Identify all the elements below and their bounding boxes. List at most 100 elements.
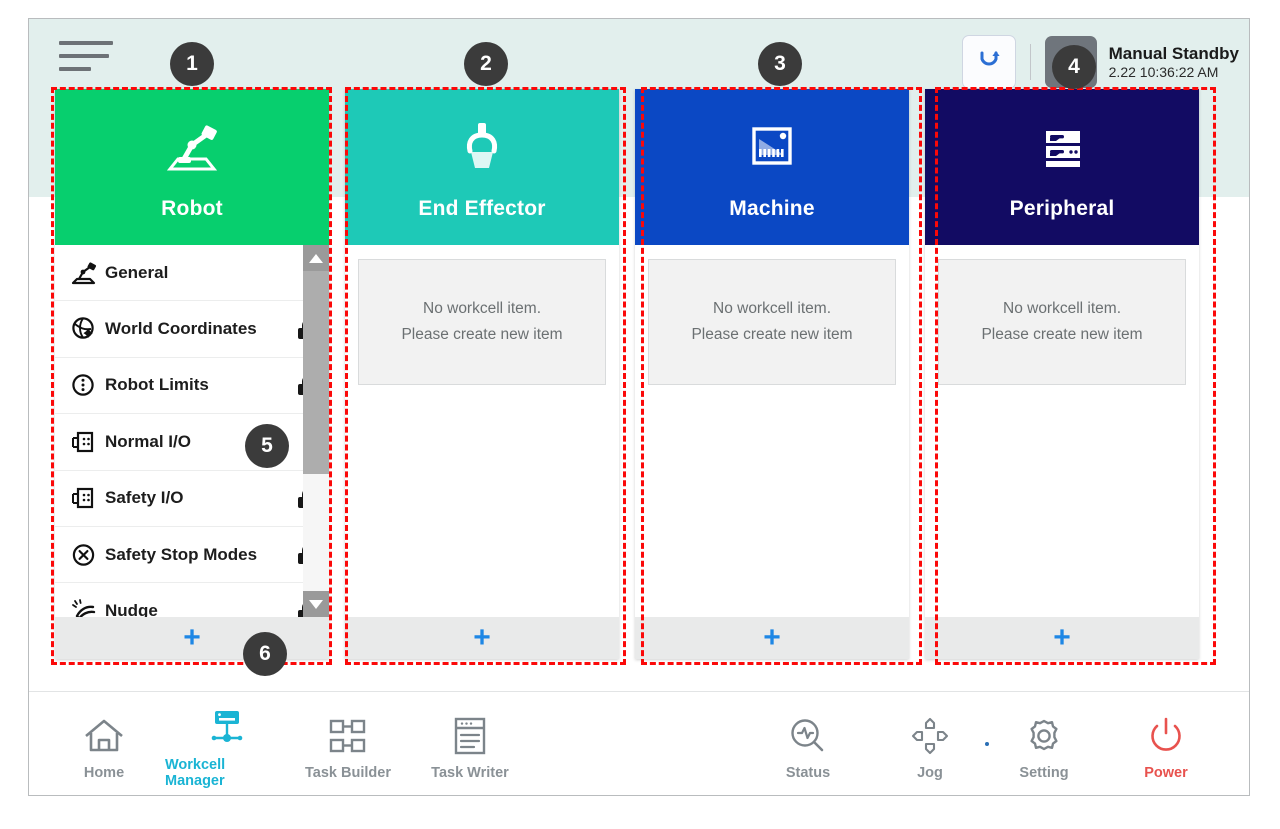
- gripper-icon: [455, 113, 509, 175]
- workcell-manager-icon: [204, 701, 248, 755]
- bottom-navigation-bar: Home Workcell Manager: [29, 691, 1249, 795]
- column-title-machine: Machine: [729, 197, 815, 220]
- manual-hand-gesture-icon: [1055, 51, 1084, 73]
- list-item-robot-limits[interactable]: Robot Limits: [55, 357, 329, 415]
- gear-icon: [1023, 709, 1065, 763]
- add-machine-button[interactable]: +: [635, 617, 909, 659]
- list-scrollbar[interactable]: [303, 245, 329, 617]
- list-item-world-coordinates[interactable]: World Coordinates: [55, 301, 329, 358]
- add-robot-button[interactable]: +: [55, 617, 329, 659]
- nav-item-setting[interactable]: Setting: [983, 707, 1105, 781]
- plus-icon: +: [1053, 621, 1071, 654]
- list-item-nudge[interactable]: Nudge: [55, 583, 329, 617]
- nav-item-home[interactable]: Home: [43, 699, 165, 789]
- restart-button[interactable]: [961, 35, 1016, 89]
- separator-dot: [985, 741, 989, 746]
- list-item-label: Normal I/O: [105, 431, 191, 451]
- nav-label: Status: [785, 764, 831, 781]
- list-item-normal-io[interactable]: Normal I/O: [55, 414, 329, 471]
- column-robot: Robot: [55, 89, 329, 659]
- column-peripheral: Peripheral No workcell item. Please crea…: [925, 89, 1199, 659]
- column-title-peripheral: Peripheral: [1009, 197, 1115, 220]
- list-item-label: Safety I/O: [105, 488, 184, 508]
- add-peripheral-button[interactable]: +: [925, 617, 1199, 659]
- column-end-effector: End Effector No workcell item. Please cr…: [345, 89, 619, 659]
- empty-line-2: Please create new item: [981, 326, 1143, 343]
- workcell-columns: Robot: [55, 89, 1227, 659]
- status-label: Manual Standby: [1108, 43, 1239, 63]
- nav-label: Home: [83, 764, 125, 781]
- nav-item-workcell-manager[interactable]: Workcell Manager: [165, 699, 287, 789]
- io-port-icon: [67, 485, 101, 511]
- column-machine: Machine No workcell item. Please create …: [635, 89, 909, 659]
- empty-state-machine: No workcell item. Please create new item: [648, 259, 896, 385]
- manual-mode-button[interactable]: [1044, 36, 1097, 88]
- nav-item-task-writer[interactable]: Task Writer: [409, 699, 531, 789]
- list-item-safety-stop-modes[interactable]: Safety Stop Modes: [55, 526, 329, 584]
- column-header-robot[interactable]: Robot: [55, 89, 329, 245]
- plus-icon: +: [183, 621, 201, 654]
- scroll-down-arrow-icon: [309, 599, 323, 609]
- empty-line-2: Please create new item: [691, 326, 853, 343]
- nav-item-status[interactable]: Status: [747, 707, 869, 781]
- limits-circle-icon: [67, 372, 101, 398]
- add-end-effector-button[interactable]: +: [345, 617, 619, 659]
- column-header-end-effector[interactable]: End Effector: [345, 89, 619, 245]
- column-title-end-effector: End Effector: [418, 197, 546, 220]
- nav-label: Power: [1144, 764, 1188, 781]
- column-header-machine[interactable]: Machine: [635, 89, 909, 245]
- nav-item-power[interactable]: Power: [1105, 707, 1227, 781]
- robot-arm-icon: [67, 261, 101, 285]
- list-item-label: Nudge: [105, 601, 158, 617]
- machine-body: No workcell item. Please create new item: [635, 245, 909, 617]
- bottom-nav-right-group: Status Jog: [747, 707, 1227, 781]
- scroll-up-arrow-icon: [309, 253, 323, 263]
- home-icon: [83, 709, 125, 763]
- datetime-label: 2.22 10:36:22 AM: [1108, 63, 1219, 80]
- peripheral-rack-icon: [1034, 113, 1090, 175]
- header-divider: [1029, 44, 1031, 80]
- end-effector-body: No workcell item. Please create new item: [345, 245, 619, 617]
- stop-x-icon: [67, 542, 101, 568]
- list-item-label: Safety Stop Modes: [105, 544, 258, 564]
- nav-label: Workcell Manager: [165, 756, 226, 789]
- nav-item-task-builder[interactable]: Task Builder: [287, 699, 409, 789]
- list-item-general[interactable]: General: [55, 245, 329, 302]
- nav-label: Setting: [1019, 764, 1069, 781]
- empty-state-peripheral: No workcell item. Please create new item: [938, 259, 1186, 385]
- nudge-hand-icon: [67, 598, 101, 617]
- peripheral-body: No workcell item. Please create new item: [925, 245, 1199, 617]
- nav-label: Task Writer: [431, 764, 509, 781]
- empty-state-end-effector: No workcell item. Please create new item: [358, 259, 606, 385]
- scroll-down-button[interactable]: [303, 591, 329, 617]
- power-icon: [1145, 709, 1187, 763]
- bottom-nav-left-group: Home Workcell Manager: [43, 699, 531, 789]
- robot-list-body: General World Coordinates: [55, 245, 329, 617]
- workcell-manager-screen: Manual Standby 2.22 10:36:22 AM: [28, 18, 1250, 796]
- machine-icon: [744, 113, 800, 175]
- mode-status-text: Manual Standby 2.22 10:36:22 AM: [1109, 43, 1239, 82]
- scrollbar-thumb[interactable]: [303, 271, 329, 474]
- plus-icon: +: [473, 621, 491, 654]
- hamburger-menu-icon[interactable]: [59, 41, 113, 81]
- nav-label: Task Builder: [305, 764, 391, 781]
- empty-line-1: No workcell item.: [713, 300, 831, 318]
- list-item-label: General: [105, 262, 169, 282]
- column-title-robot: Robot: [161, 197, 223, 220]
- restart-circular-arrow-icon: [980, 51, 1000, 66]
- io-port-icon: [67, 429, 101, 455]
- list-item-label: Robot Limits: [105, 375, 209, 395]
- robot-arm-icon: [162, 113, 222, 175]
- plus-icon: +: [763, 621, 781, 654]
- empty-line-2: Please create new item: [401, 326, 563, 343]
- header-right-group: Manual Standby 2.22 10:36:22 AM: [961, 31, 1239, 93]
- jog-dpad-icon: [909, 709, 951, 763]
- status-pulse-search-icon: [787, 709, 829, 763]
- nav-item-jog[interactable]: Jog: [869, 707, 991, 781]
- task-builder-icon: [326, 709, 370, 763]
- empty-line-1: No workcell item.: [1003, 300, 1121, 318]
- list-item-safety-io[interactable]: Safety I/O: [55, 470, 329, 527]
- column-header-peripheral[interactable]: Peripheral: [925, 89, 1199, 245]
- scroll-up-button[interactable]: [303, 245, 329, 271]
- list-item-label: World Coordinates: [105, 319, 257, 339]
